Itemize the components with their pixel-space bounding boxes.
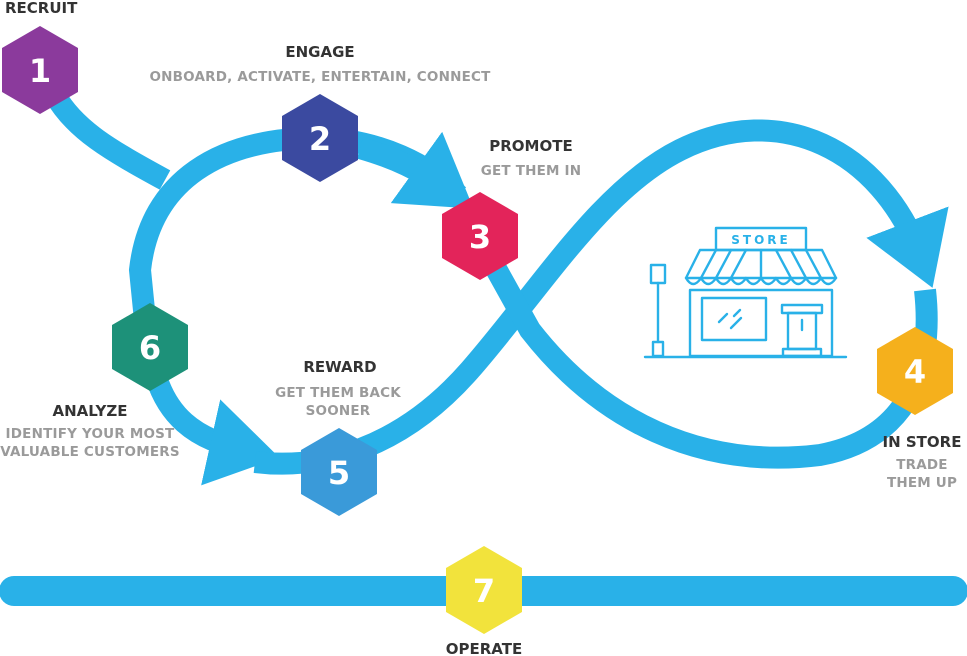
step-5-subtitle-line-1: GET THEM BACK: [275, 385, 401, 401]
step-2-number: 2: [309, 120, 331, 158]
step-3-number: 3: [469, 218, 491, 256]
step-6-number: 6: [139, 329, 161, 367]
step-6-subtitle-line-1: IDENTIFY YOUR MOST: [6, 426, 176, 442]
step-7-number: 7: [473, 572, 495, 610]
step-2-subtitle: ONBOARD, ACTIVATE, ENTERTAIN, CONNECT: [149, 69, 491, 85]
hexagon-step-5: 5: [301, 428, 377, 516]
step-5-number: 5: [328, 454, 350, 492]
step-3-title: PROMOTE: [489, 137, 572, 155]
hexagon-step-2: 2: [282, 94, 358, 182]
step-4-title: IN STORE: [883, 433, 962, 451]
step-4-number: 4: [904, 353, 926, 391]
step-4-subtitle-line-1: TRADE: [896, 457, 947, 473]
step-6-subtitle-line-2: VALUABLE CUSTOMERS: [0, 444, 180, 460]
step-4-subtitle-line-2: THEM UP: [887, 475, 957, 491]
store-sign-text: STORE: [731, 233, 790, 247]
step-5-subtitle-line-2: SOONER: [306, 403, 371, 419]
hexagon-step-4: 4: [877, 327, 953, 415]
step-2-title: ENGAGE: [285, 43, 354, 61]
step-5-title: REWARD: [303, 358, 376, 376]
store-icon: STORE: [643, 226, 848, 359]
hexagon-step-1: 1: [2, 26, 78, 114]
hexagon-step-3: 3: [442, 192, 518, 280]
hexagon-step-6: 6: [112, 303, 188, 391]
hexagon-step-7: 7: [446, 546, 522, 634]
step-1-number: 1: [29, 52, 51, 90]
step-6-title: ANALYZE: [53, 402, 128, 420]
step-1-title: RECRUIT: [5, 0, 78, 17]
step-3-subtitle: GET THEM IN: [481, 163, 582, 179]
infinity-track: [128, 119, 949, 486]
entry-track: [45, 89, 171, 190]
step-7-title: OPERATE: [446, 640, 522, 656]
